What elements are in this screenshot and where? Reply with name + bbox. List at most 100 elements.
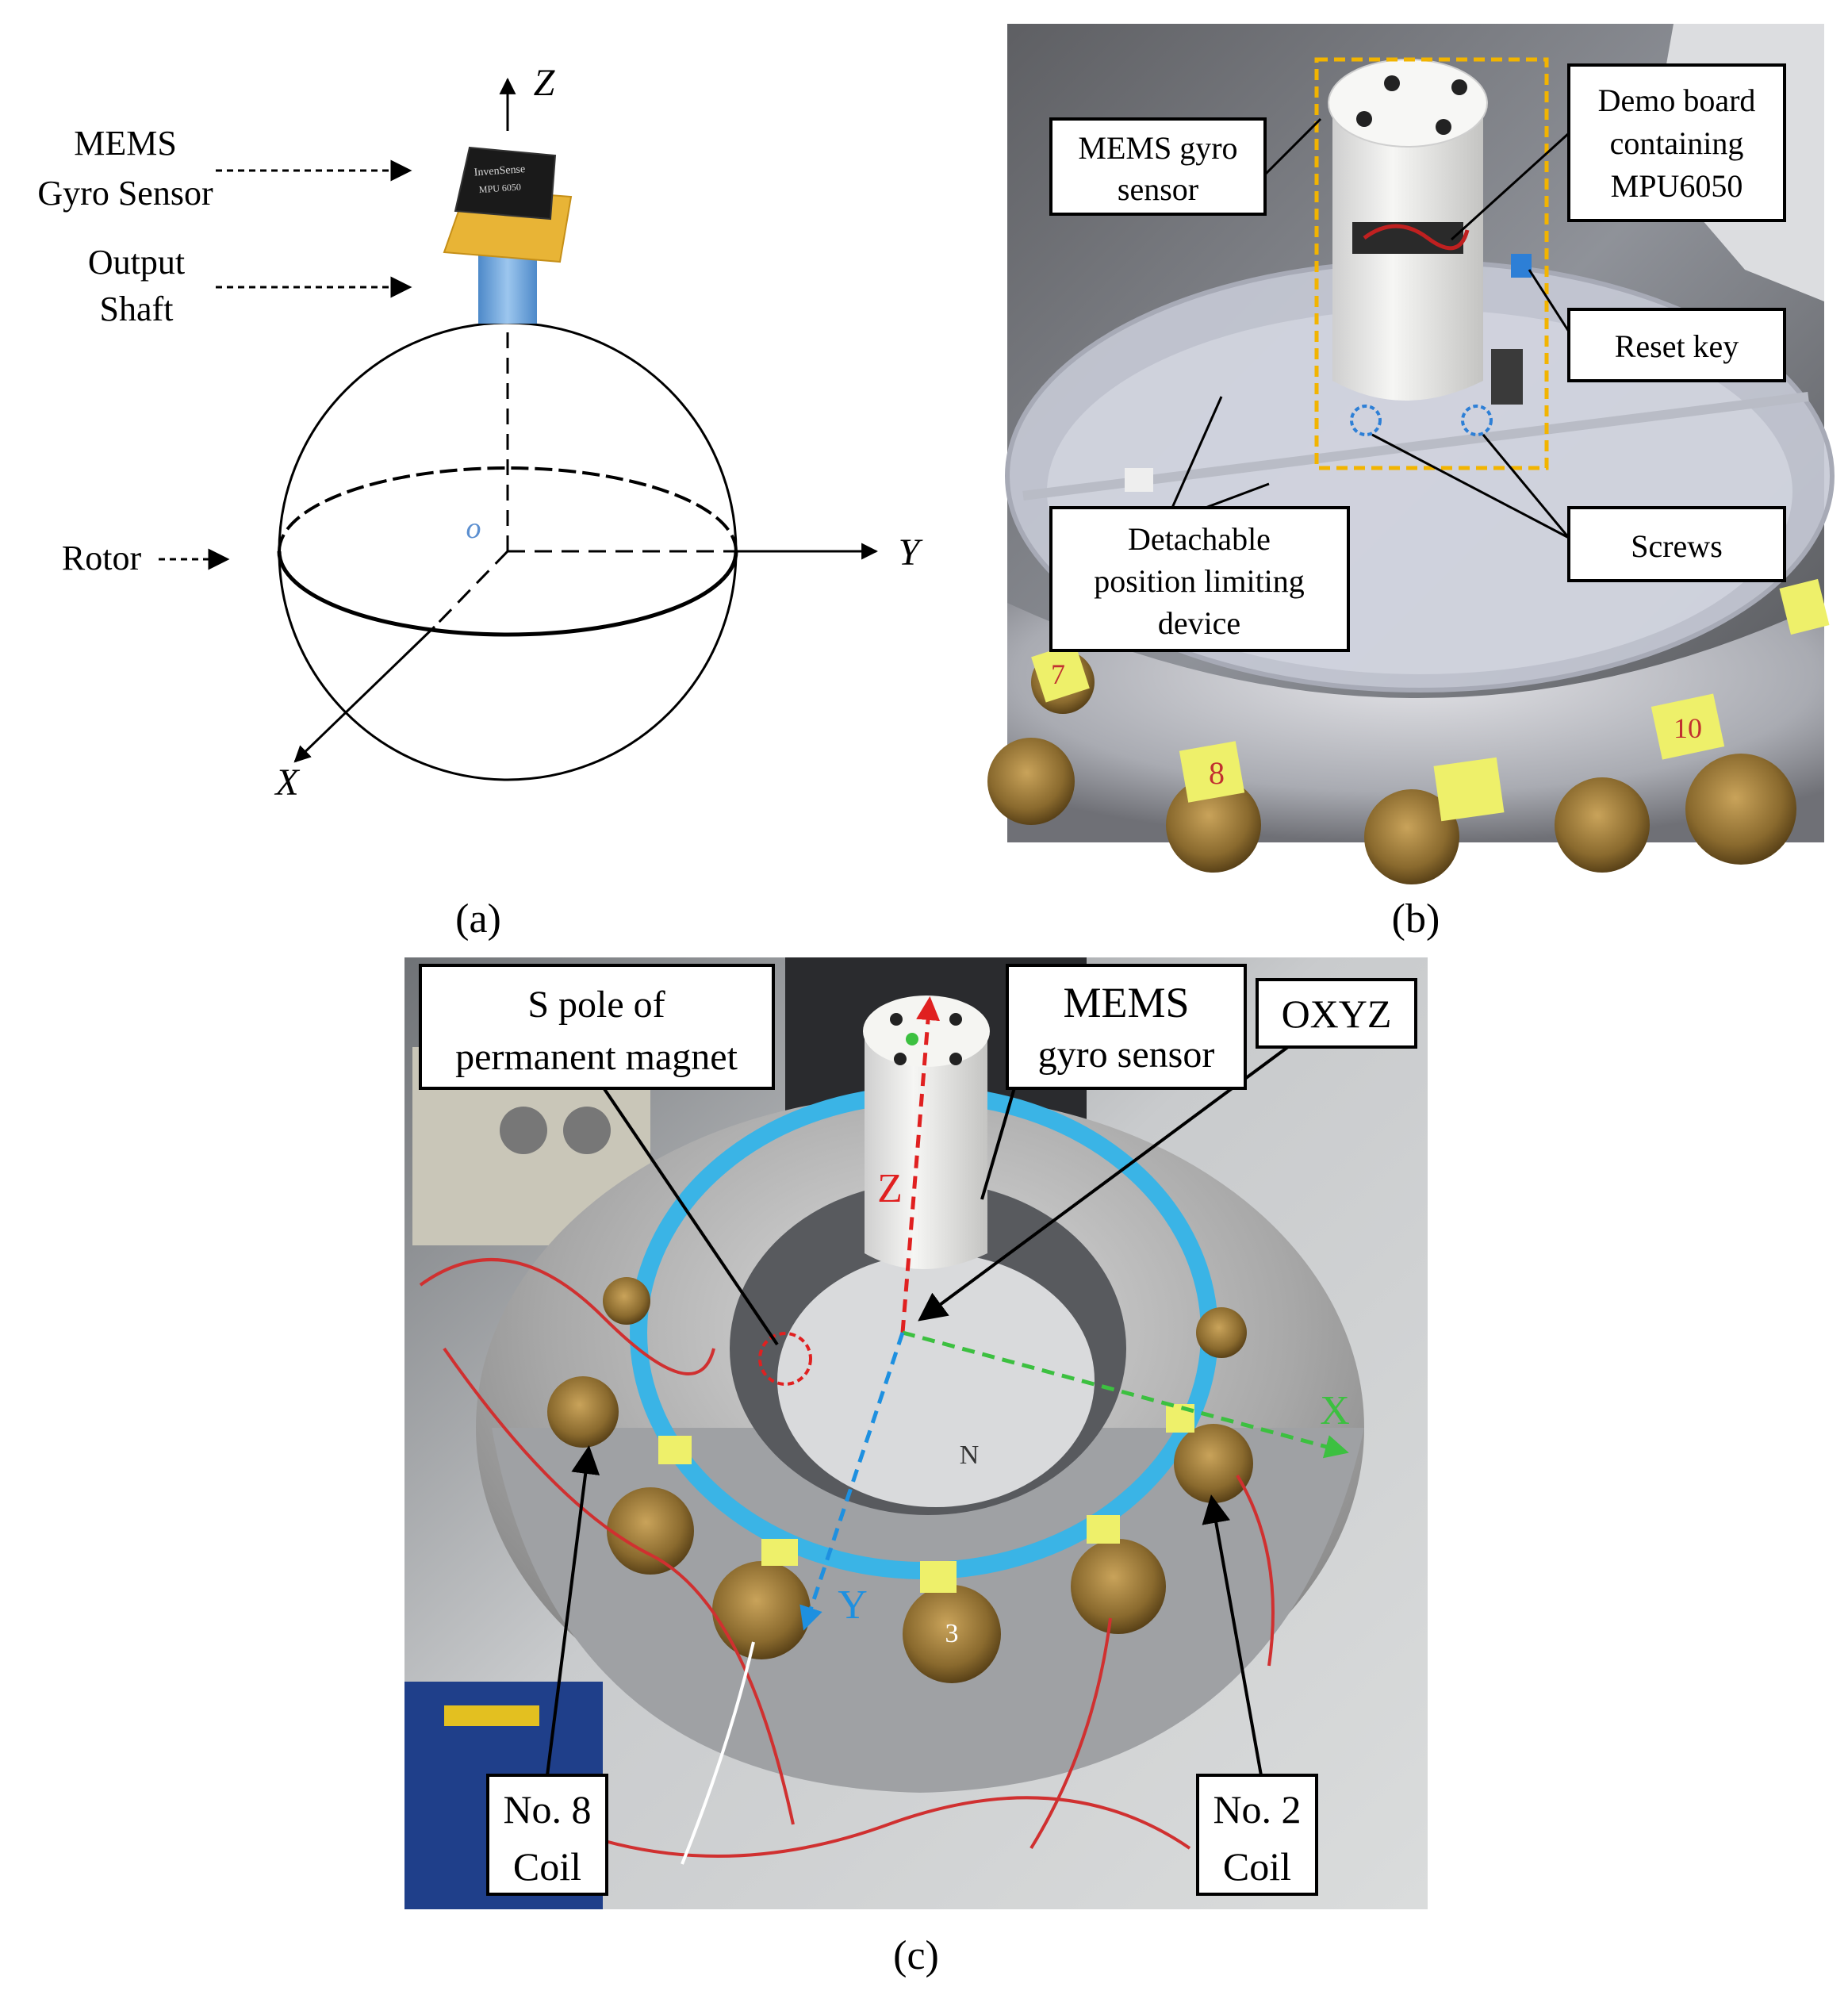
photo-c-s-pole-marker	[758, 1332, 812, 1386]
photo-b-sensor-top	[1328, 59, 1488, 148]
photo-b-coil	[1364, 789, 1459, 884]
photo-b-tag	[1433, 757, 1505, 822]
photo-c-axis-z	[900, 996, 941, 1333]
callout-c-coil8-line2: Coil	[513, 1844, 581, 1889]
photo-c-knob	[563, 1107, 611, 1154]
callout-c-coil8-line1: No. 8	[503, 1787, 591, 1832]
photo-c-pole-n: N	[960, 1441, 980, 1470]
photo-b-limit-block	[1125, 468, 1153, 492]
callout-b-limit-line1: Detachable	[1128, 521, 1271, 557]
photo-c-knob	[500, 1107, 547, 1154]
photo-b-screw-marker	[1461, 405, 1493, 436]
axis-y-label: Y	[899, 531, 923, 574]
gyro-chip	[454, 146, 557, 221]
photo-c-screw-hole	[890, 1013, 903, 1026]
leader-c-gyro	[980, 1084, 1017, 1200]
callout-b-gyro: MEMS gyro sensor	[1049, 117, 1267, 216]
photo-b-tag	[1779, 578, 1830, 635]
photo-b-tag-10-text: 10	[1674, 712, 1702, 744]
caption-c: (c)	[893, 1933, 939, 1978]
x-axis-arrow	[293, 625, 436, 763]
photo-c-wire	[554, 1796, 1191, 1858]
leader-screws-2	[1482, 434, 1570, 539]
photo-c-tag	[761, 1539, 798, 1566]
photo-c-green-led	[906, 1033, 918, 1045]
callout-c-coil8: No. 8 Coil	[486, 1774, 608, 1896]
axis-x-label: X	[274, 761, 300, 804]
caption-a: (a)	[455, 896, 501, 942]
shaft-label-line1: Output	[88, 243, 185, 282]
photo-b-coil	[987, 738, 1075, 825]
photo-b-reset-key	[1511, 254, 1532, 278]
photo-c-wire	[1029, 1617, 1112, 1850]
callout-c-frame: OXYZ	[1256, 978, 1417, 1049]
photo-c-rotor-dome	[777, 1253, 1095, 1507]
panel-a: InvenSense MPU 6050 MEMS Gyro Sensor Out…	[37, 62, 922, 942]
photo-c-coil	[1071, 1539, 1166, 1634]
callout-c-coil2: No. 2 Coil	[1196, 1774, 1318, 1896]
leader-limit-1	[1171, 396, 1223, 508]
callout-c-coil2-line1: No. 2	[1213, 1787, 1301, 1832]
photo-c-screw-hole	[949, 1013, 962, 1026]
leader-limit-2	[1205, 482, 1270, 509]
callout-b-screws: Screws	[1567, 506, 1786, 582]
photo-c-header-pins	[444, 1705, 539, 1726]
callout-c-gyro: MEMS gyro sensor	[1006, 964, 1247, 1090]
photo-b-coil	[1555, 777, 1650, 873]
photo-b-tag-8-text: 8	[1209, 755, 1225, 791]
leader-c-spole	[601, 1085, 779, 1346]
sensor-label-line1: MEMS	[74, 124, 177, 163]
callout-b-gyro-line1: MEMS gyro	[1078, 130, 1237, 166]
callout-b-gyro-line2: sensor	[1118, 171, 1198, 207]
photo-c-screw-hole	[894, 1053, 907, 1065]
leader-c-coil2	[1202, 1494, 1263, 1776]
callout-c-gyro-line2: gyro sensor	[1038, 1034, 1215, 1076]
photo-b-screw-hole	[1451, 79, 1467, 95]
photo-c-coil	[607, 1487, 694, 1575]
leader-demo	[1450, 132, 1570, 241]
shaft-label-line2: Shaft	[100, 290, 174, 328]
photo-b-tag-7	[1031, 643, 1090, 703]
callout-c-coil2-line2: Coil	[1223, 1844, 1291, 1889]
panel-b: 7 8 10 MEM	[987, 24, 1835, 942]
callout-b-reset: Reset key	[1567, 308, 1786, 382]
callout-c-spole-line1: S pole of	[527, 984, 665, 1026]
rotor-label: Rotor	[62, 539, 142, 577]
photo-c-sensor-cylinder	[865, 1031, 987, 1269]
photo-b-screw-marker	[1350, 405, 1382, 436]
photo-b-wires	[1363, 224, 1470, 251]
callout-b-limit-line3: device	[1158, 605, 1240, 641]
photo-b-sensor-frame	[1314, 57, 1549, 470]
rotor-equator-back	[278, 466, 738, 552]
photo-c-coil	[603, 1277, 650, 1325]
photo-b-side-clip	[1491, 349, 1523, 405]
callout-b-reset-text: Reset key	[1615, 328, 1739, 364]
caption-b: (b)	[1392, 896, 1440, 942]
photo-c-tag-3: 3	[945, 1619, 959, 1648]
photo-c-wire	[443, 1347, 795, 1825]
photo-b-tag-8	[1179, 741, 1245, 803]
output-shaft	[478, 254, 537, 324]
photo-b-limit-bar	[1022, 392, 1809, 501]
photo-c-wire	[1236, 1474, 1275, 1667]
axis-z-label: Z	[534, 62, 556, 104]
photo-c-coil-8	[547, 1376, 619, 1448]
callout-b-demo-line3: MPU6050	[1611, 168, 1743, 204]
photo-b-screw-hole	[1384, 75, 1400, 91]
photo-c-axis-x-label: X	[1320, 1388, 1350, 1433]
photo-c-tag	[920, 1561, 957, 1593]
photo-c-axis-y-label: Y	[838, 1582, 868, 1628]
photo-b-coil	[1685, 754, 1796, 865]
callout-b-demo: Demo board containing MPU6050	[1567, 63, 1786, 222]
leader-c-coil8	[546, 1445, 600, 1776]
chip-brand: InvenSense	[474, 163, 525, 178]
photo-c-coil	[903, 1585, 1001, 1683]
sensor-label-line2: Gyro Sensor	[37, 174, 213, 213]
photo-c-coil	[712, 1561, 811, 1659]
photo-b-tag-10	[1651, 693, 1725, 760]
callout-b-screws-text: Screws	[1631, 528, 1723, 564]
callout-b-limit-line2: position limiting	[1094, 563, 1305, 599]
photo-b-screw-hole	[1356, 111, 1372, 127]
photo-c-screw-hole	[949, 1053, 962, 1065]
photo-b-screw-hole	[1436, 119, 1451, 135]
